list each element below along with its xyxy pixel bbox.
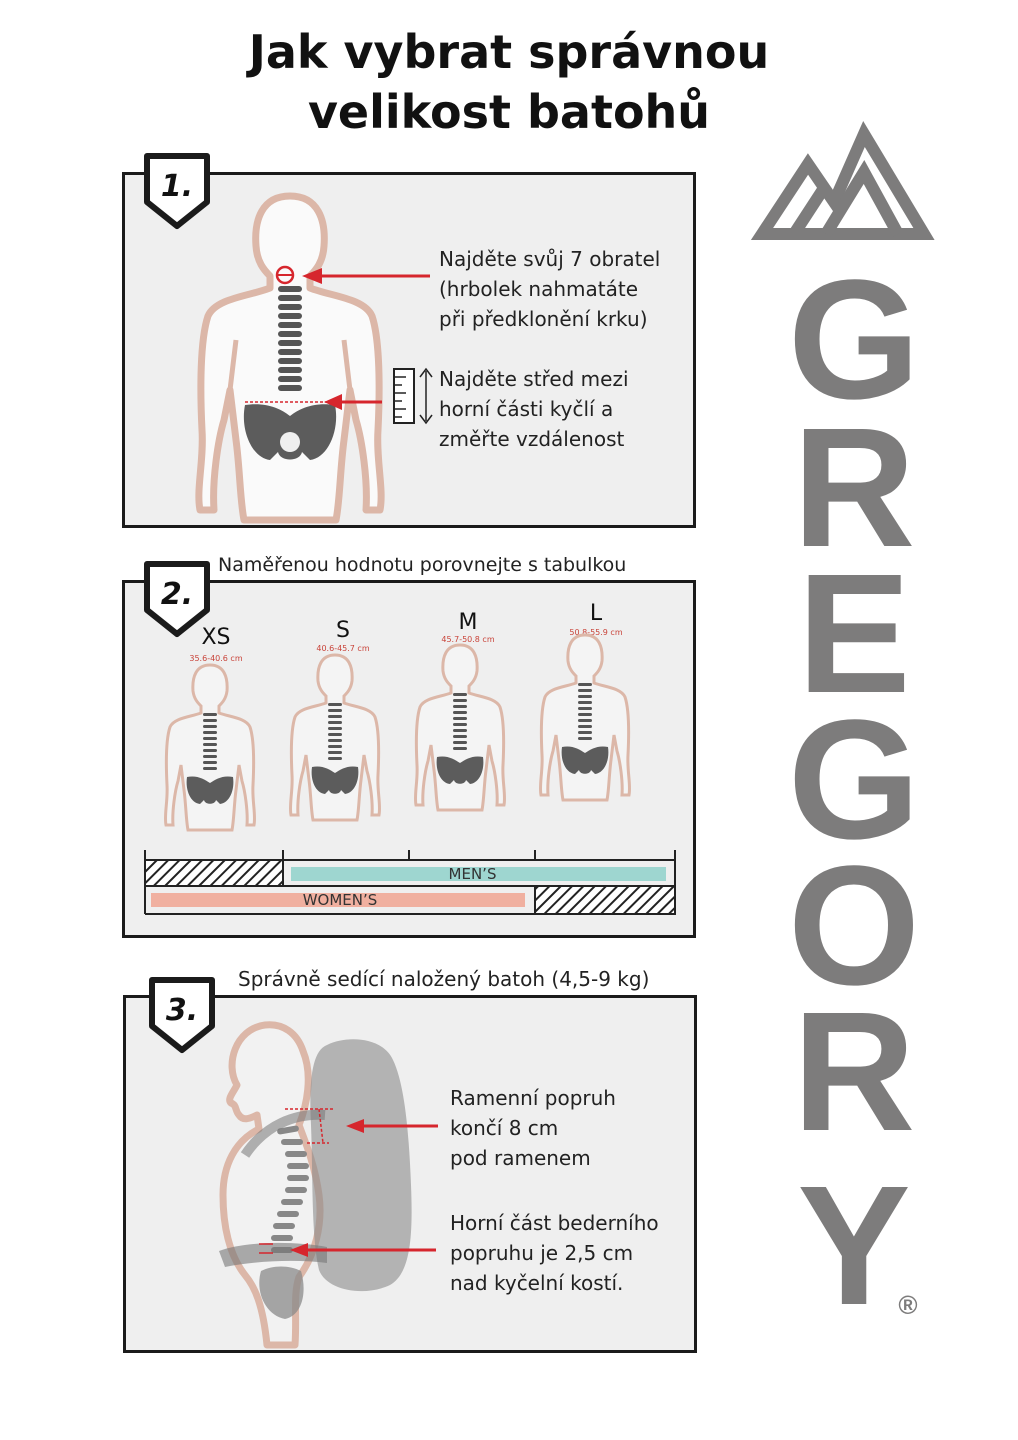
size-range-s: 40.6-45.7 cm [316,644,370,653]
arrow-to-hips [324,394,382,410]
ruler-icon [393,367,433,425]
step-3-heading: Správně sedící naložený batoh (4,5-9 kg) [238,967,650,991]
svg-text:3.: 3. [166,993,198,1028]
logo-letter: E [797,539,910,729]
size-bars [144,850,676,915]
note-line: Najděte svůj 7 obratel [439,247,661,271]
size-range-xs: 35.6-40.6 cm [189,654,243,663]
note-line: končí 8 cm [450,1116,559,1140]
size-label-m: M [458,610,478,635]
note-line: pod ramenem [450,1146,591,1170]
note-line: Ramenní popruh [450,1086,616,1110]
side-profile-with-backpack [219,1021,412,1349]
step-1-note-vertebra: Najděte svůj 7 obratel (hrbolek nahmatát… [439,244,660,334]
note-line: při předklonění krku) [439,307,648,331]
logo-letter: R [793,977,916,1167]
note-line: změřte vzdálenost [439,427,625,451]
arrow-to-shoulder-strap [346,1119,438,1133]
logo-letter: G [788,245,920,435]
gregory-wordmark: G R E G O R Y ® [788,245,920,1341]
title-line-1: Jak vybrat správnou [248,25,770,79]
note-line: (hrbolek nahmatáte [439,277,639,301]
note-line: Najděte střed mezi [439,367,629,391]
womens-bar-label: WOMEN’S [302,891,378,909]
step-3-badge: 3. [149,977,215,1053]
size-figures [163,633,632,832]
mens-bar-label: MEN’S [448,865,497,883]
arrow-to-vertebra [302,268,430,284]
page-title: Jak vybrat správnou velikost batohů [0,22,1018,142]
gregory-mountain-logo [750,120,935,240]
step-2-badge: 2. [144,561,210,637]
size-label-s: S [336,618,350,643]
logo-letter: R [793,393,916,583]
logo-letter: G [788,685,920,875]
note-line: nad kyčelní kostí. [450,1271,624,1295]
step-1-badge: 1. [144,153,210,229]
arrow-to-hip-belt [290,1243,436,1257]
step-3-note-hip: Horní část bederního popruhu je 2,5 cm n… [450,1208,659,1298]
note-line: Horní část bederního [450,1211,659,1235]
title-line-2: velikost batohů [307,85,711,139]
step-3-note-shoulder: Ramenní popruh končí 8 cm pod ramenem [450,1083,616,1173]
svg-text:1.: 1. [161,169,193,204]
size-range-m: 45.7-50.8 cm [441,635,495,644]
svg-text:2.: 2. [161,577,193,612]
logo-letter: O [788,831,920,1021]
step-2-heading: Naměřenou hodnotu porovnejte s tabulkou [218,554,627,576]
note-line: popruhu je 2,5 cm [450,1241,634,1265]
step-1-note-hips: Najděte střed mezi horní části kyčlí a z… [439,364,629,454]
registered-mark: ® [898,1290,917,1320]
size-label-l: L [589,601,603,626]
note-line: horní části kyčlí a [439,397,614,421]
body-back-figure [195,192,385,524]
size-range-l: 50.8-55.9 cm [569,628,623,637]
logo-letter: Y [797,1151,910,1341]
size-label-xs: XS [201,625,231,650]
